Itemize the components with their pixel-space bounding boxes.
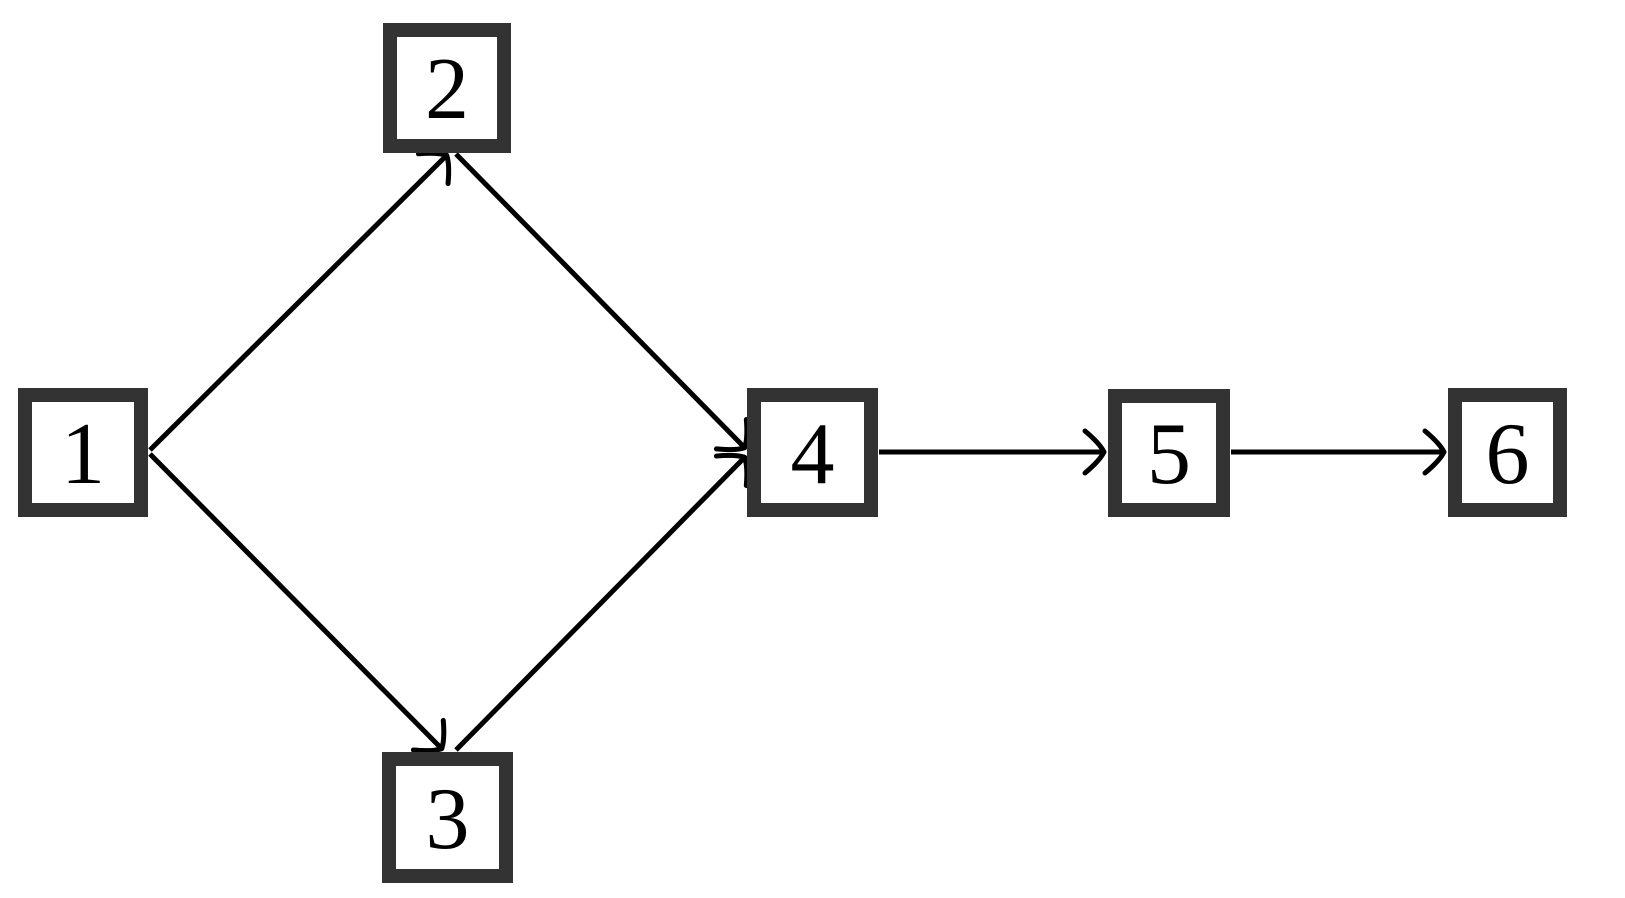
node-1: 1 — [18, 388, 148, 517]
node-label-3: 3 — [425, 770, 470, 868]
node-2: 2 — [383, 23, 511, 153]
node-label-1: 1 — [61, 405, 105, 503]
node-6: 6 — [1448, 388, 1567, 517]
edge-3-to-4 — [454, 452, 750, 752]
node-label-2: 2 — [425, 41, 469, 138]
edge-2-to-4 — [454, 152, 750, 453]
node-label-4: 4 — [790, 405, 835, 503]
node-label-5: 5 — [1147, 406, 1191, 503]
node-label-6: 6 — [1485, 405, 1530, 503]
node-4: 4 — [747, 388, 878, 517]
edge-1-to-2 — [148, 150, 452, 452]
node-5: 5 — [1108, 389, 1230, 517]
node-3: 3 — [382, 752, 513, 883]
edge-1-to-3 — [148, 452, 447, 754]
